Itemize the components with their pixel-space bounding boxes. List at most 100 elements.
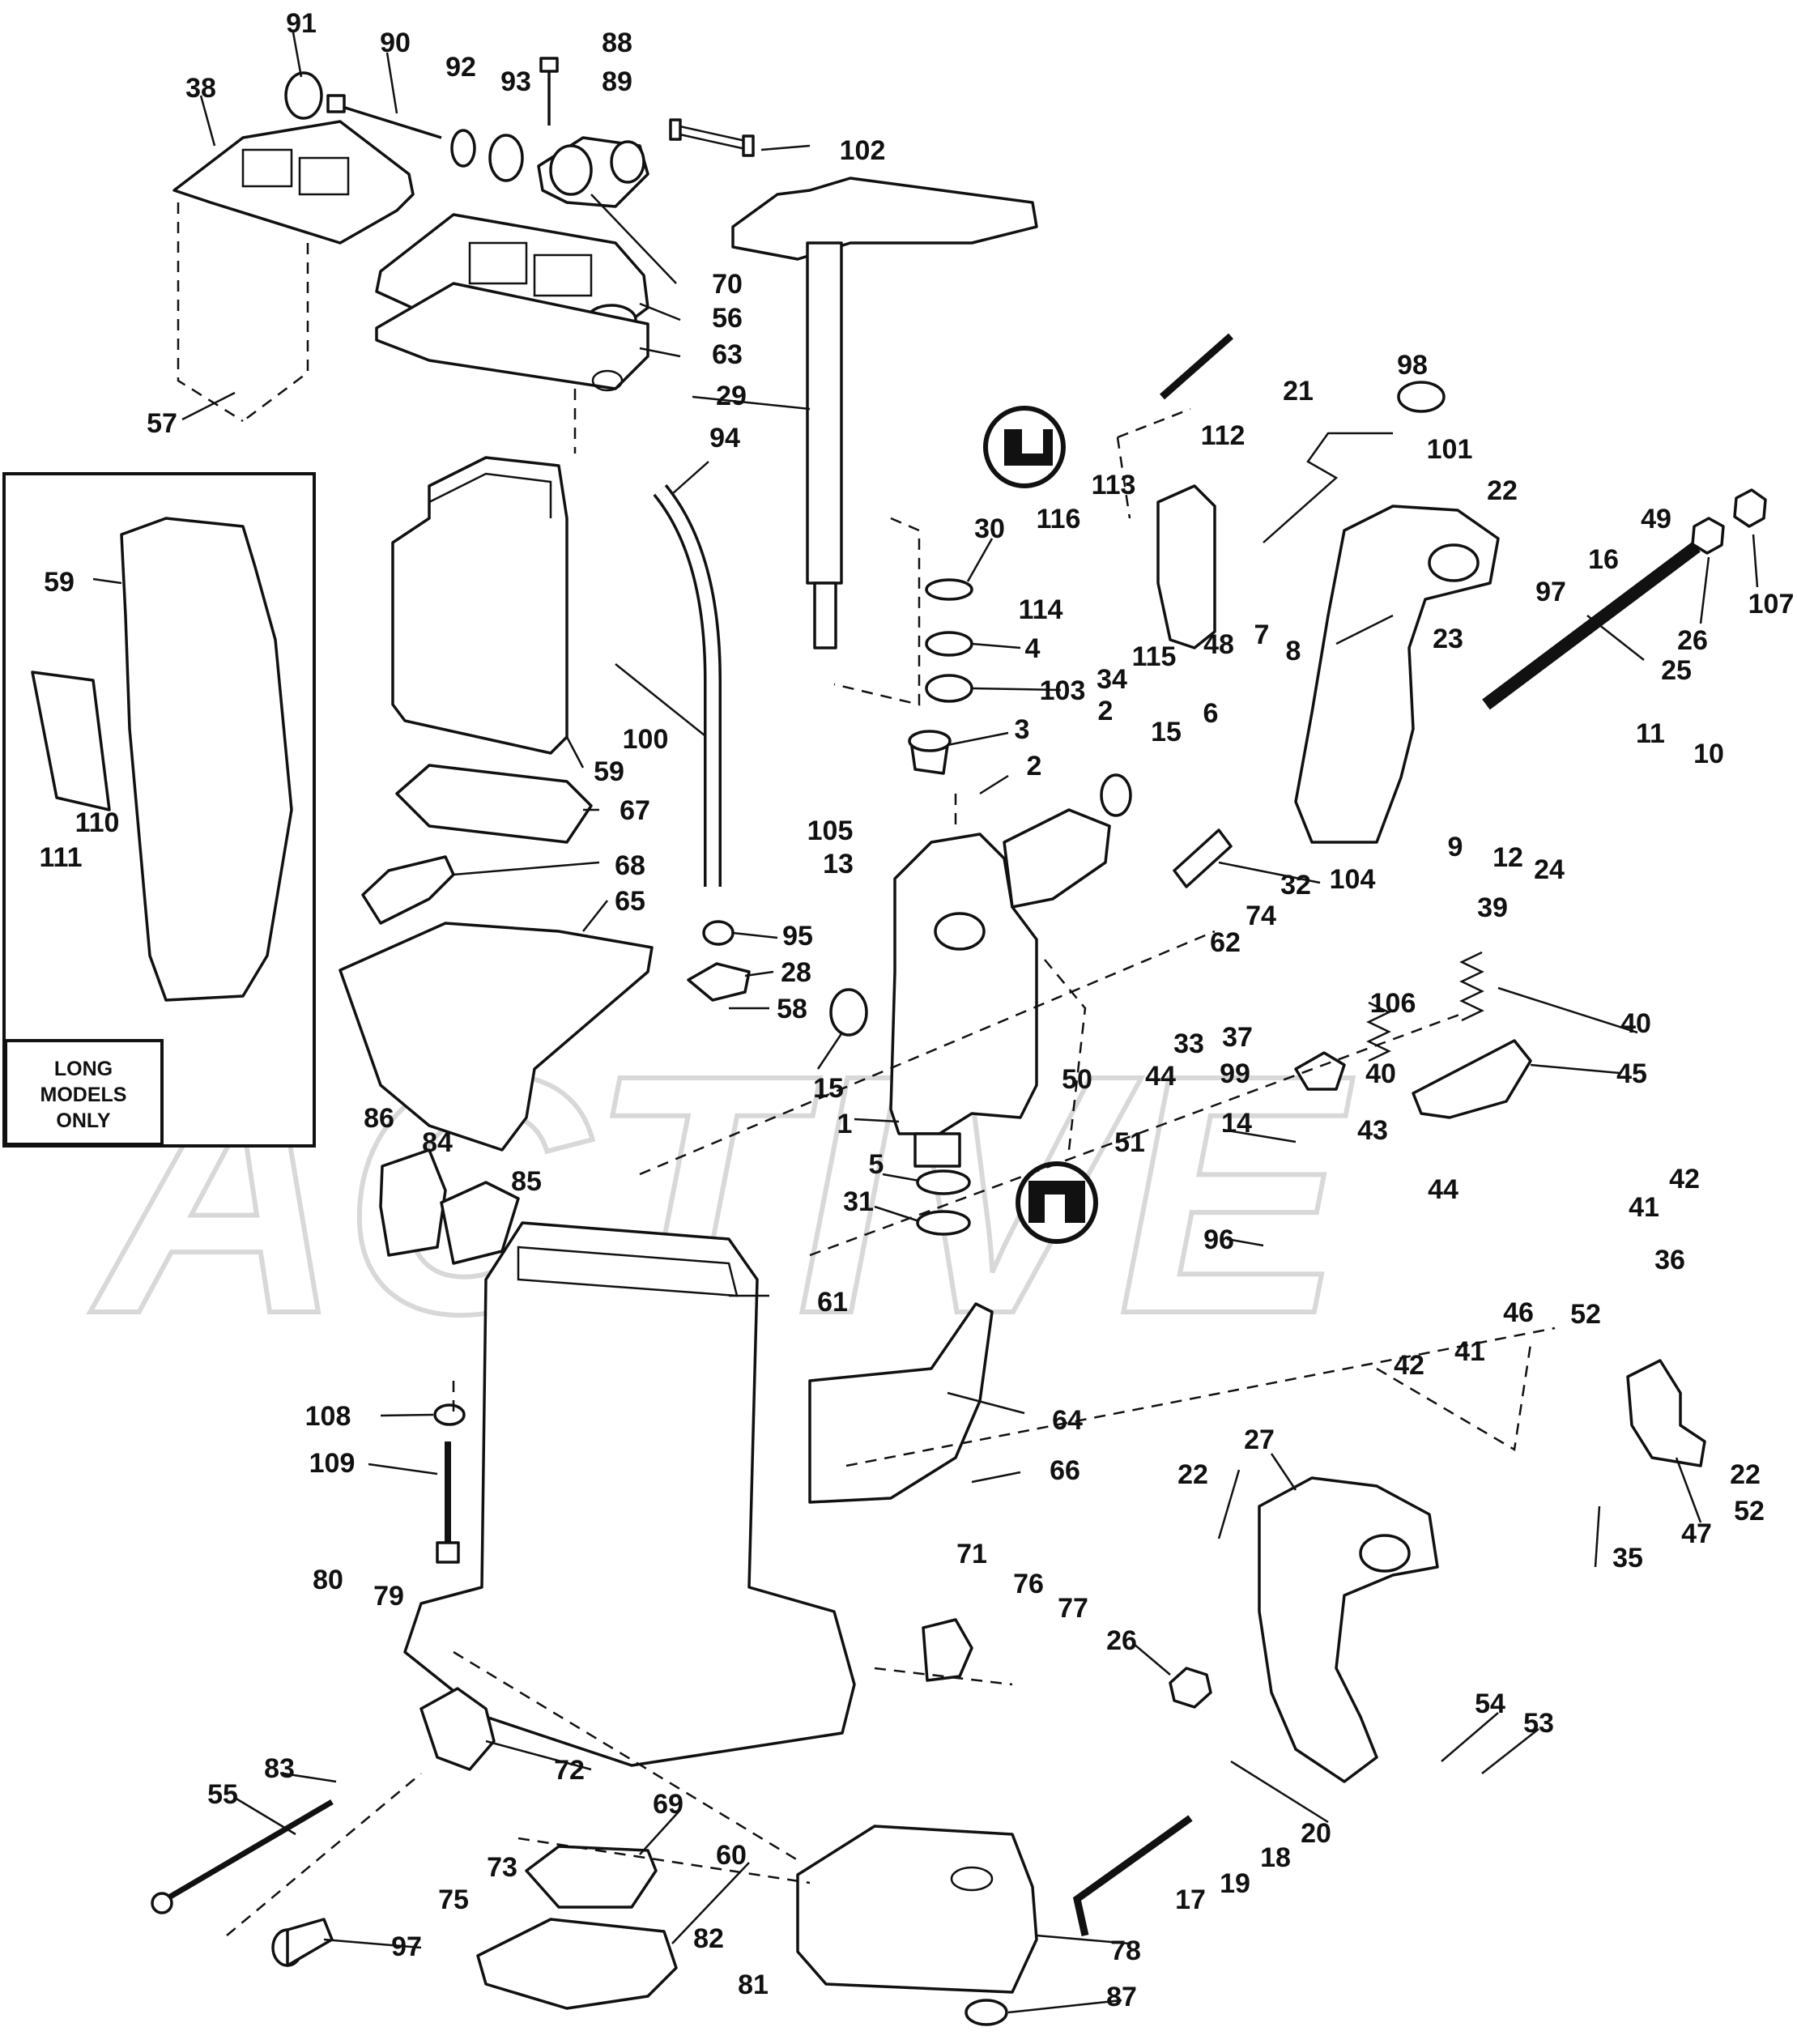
callout-88: 88 xyxy=(602,28,632,58)
part-15-washer-a xyxy=(829,988,868,1037)
callout-115: 115 xyxy=(1132,641,1177,672)
callout-68: 68 xyxy=(615,850,645,881)
callout-87: 87 xyxy=(1106,1982,1137,2012)
part-103-seal xyxy=(925,674,973,703)
callout-57: 57 xyxy=(147,408,177,439)
part-109-bolt xyxy=(436,1441,460,1564)
callout-4: 4 xyxy=(1025,633,1041,664)
callout-39: 39 xyxy=(1477,892,1508,923)
part-91-washer xyxy=(284,71,323,120)
grease-symbol-lower xyxy=(1016,1161,1098,1244)
callout-103: 103 xyxy=(1040,675,1086,706)
callout-45: 45 xyxy=(1616,1058,1647,1089)
part-72-cable-anchor xyxy=(419,1687,496,1771)
callout-11: 11 xyxy=(1636,718,1665,749)
part-60-seal-plate xyxy=(476,1918,678,2010)
callout-59: 59 xyxy=(594,756,624,787)
part-94-water-tube xyxy=(653,484,722,887)
callout-71: 71 xyxy=(956,1539,987,1569)
callout-76: 76 xyxy=(1013,1569,1044,1599)
callout-42: 42 xyxy=(1669,1164,1700,1194)
part-48-tilt-lock xyxy=(1156,484,1216,649)
callout-5: 5 xyxy=(869,1149,884,1180)
part-26-nut xyxy=(1691,517,1725,555)
callout-80: 80 xyxy=(313,1565,343,1595)
callout-3: 3 xyxy=(1015,714,1030,745)
callout-2: 2 xyxy=(1027,751,1042,781)
callout-100: 100 xyxy=(623,724,669,755)
callout-65: 65 xyxy=(615,886,645,917)
part-93-washer xyxy=(488,134,524,182)
part-88-bolt xyxy=(539,57,559,126)
callout-96: 96 xyxy=(1203,1224,1234,1255)
part-26-nut-lower xyxy=(1169,1667,1212,1709)
callout-83: 83 xyxy=(264,1753,295,1784)
callout-94: 94 xyxy=(709,423,740,454)
part-25-tilt-tube xyxy=(1482,541,1701,710)
callout-109: 109 xyxy=(309,1448,356,1479)
part-71-grommet xyxy=(922,1618,973,1682)
callout-74: 74 xyxy=(1246,901,1276,931)
callout-23: 23 xyxy=(1433,624,1463,654)
part-90-bolt xyxy=(326,94,442,139)
callout-116: 116 xyxy=(1037,504,1081,534)
callout-41: 41 xyxy=(1454,1336,1485,1367)
part-78-bottom-cover xyxy=(796,1825,1038,1994)
callout-63: 63 xyxy=(712,339,743,370)
part-4-bushing xyxy=(925,631,973,657)
inset-long-models xyxy=(2,472,316,1148)
callout-50: 50 xyxy=(1062,1064,1092,1095)
callout-7: 7 xyxy=(1254,620,1270,650)
callout-31: 31 xyxy=(843,1186,874,1217)
callout-106: 106 xyxy=(1370,988,1416,1019)
part-95-grommet xyxy=(702,920,735,946)
assembly-lines xyxy=(177,202,1556,1936)
part-63-gasket xyxy=(375,282,649,392)
callout-61: 61 xyxy=(817,1287,848,1318)
part-40-spring-b xyxy=(1366,1001,1391,1062)
callout-69: 69 xyxy=(653,1789,683,1820)
part-108-washer xyxy=(433,1403,466,1426)
callout-114: 114 xyxy=(1019,594,1063,625)
callout-2: 2 xyxy=(1098,696,1114,726)
callout-19: 19 xyxy=(1220,1868,1250,1899)
callout-29: 29 xyxy=(716,381,747,411)
callout-108: 108 xyxy=(305,1401,351,1432)
callout-82: 82 xyxy=(693,1923,724,1954)
callout-75: 75 xyxy=(438,1884,469,1915)
callout-67: 67 xyxy=(620,795,650,826)
callout-32: 32 xyxy=(1280,870,1311,901)
callout-98: 98 xyxy=(1397,350,1428,381)
callout-101: 101 xyxy=(1427,434,1473,465)
part-3-bushing xyxy=(908,730,952,775)
part-92-washer xyxy=(450,129,476,168)
part-102-bracket xyxy=(669,118,755,157)
inset-label-line-3: ONLY xyxy=(56,1109,110,1132)
callout-43: 43 xyxy=(1357,1115,1388,1146)
part-112-pin xyxy=(1160,333,1233,400)
callout-28: 28 xyxy=(781,957,811,988)
callout-42: 42 xyxy=(1394,1350,1424,1381)
callout-70: 70 xyxy=(712,269,743,300)
callout-53: 53 xyxy=(1523,1708,1554,1739)
callout-22: 22 xyxy=(1177,1459,1208,1490)
part-23-stern-bracket xyxy=(1294,505,1500,844)
callout-113: 113 xyxy=(1092,470,1136,500)
callout-102: 102 xyxy=(840,135,886,166)
callout-72: 72 xyxy=(554,1755,585,1786)
part-40-spring-a xyxy=(1459,951,1484,1022)
callout-66: 66 xyxy=(1050,1455,1080,1486)
callout-48: 48 xyxy=(1203,629,1234,660)
part-29-steering-arm xyxy=(731,177,1038,649)
callout-44: 44 xyxy=(1145,1061,1176,1092)
part-59-exhaust-housing xyxy=(391,456,568,755)
grease-symbol-upper xyxy=(983,406,1066,488)
callout-1: 1 xyxy=(837,1109,853,1139)
callout-27: 27 xyxy=(1244,1424,1275,1455)
callout-91: 91 xyxy=(286,8,317,39)
callout-25: 25 xyxy=(1661,655,1692,686)
callout-62: 62 xyxy=(1210,927,1241,958)
part-32-pin xyxy=(1173,828,1233,888)
